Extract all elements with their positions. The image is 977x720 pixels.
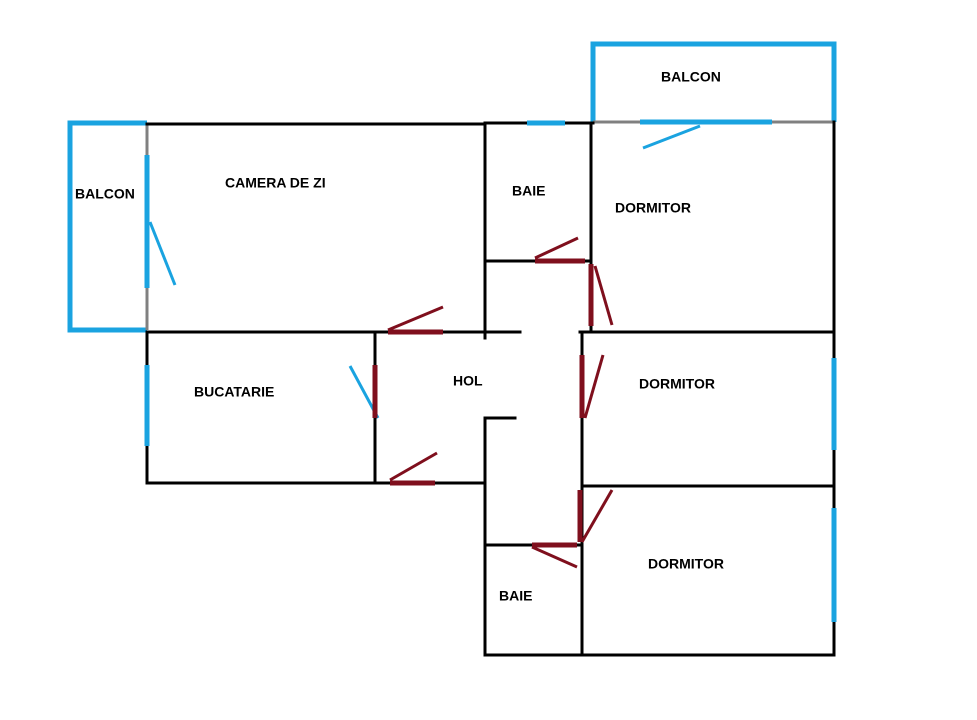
swing-top-balcony <box>642 124 701 150</box>
balcony-left <box>67 120 147 333</box>
balcony-top <box>590 41 837 122</box>
swing-kitchen-bottom <box>389 451 438 482</box>
label-balcon-left: BALCON <box>75 186 135 202</box>
doors <box>372 258 594 548</box>
room-labels: BALCON BALCON CAMERA DE ZI BAIE DORMITOR… <box>75 69 724 604</box>
label-balcon-top: BALCON <box>661 69 721 85</box>
label-hol: HOL <box>453 373 483 389</box>
label-baie-bottom: BAIE <box>499 588 532 604</box>
door-swings <box>387 236 614 569</box>
label-camera-de-zi: CAMERA DE ZI <box>225 175 326 191</box>
swing-bedroom2 <box>583 354 605 419</box>
balconies <box>67 41 837 333</box>
windows <box>144 119 837 622</box>
label-baie-top: BAIE <box>512 183 545 199</box>
swing-bath-bottom <box>531 545 578 569</box>
wall-joints <box>145 120 834 330</box>
swing-living <box>387 305 444 332</box>
label-bucatarie: BUCATARIE <box>194 384 274 400</box>
swing-bedroom3 <box>580 489 614 543</box>
label-dormitor-3: DORMITOR <box>648 556 724 572</box>
swing-living-balcony <box>148 221 177 286</box>
label-dormitor-2: DORMITOR <box>639 376 715 392</box>
window-swings <box>148 124 701 419</box>
label-dormitor-1: DORMITOR <box>615 200 691 216</box>
swing-bedroom1 <box>593 265 614 326</box>
swing-bath-top <box>534 236 579 260</box>
